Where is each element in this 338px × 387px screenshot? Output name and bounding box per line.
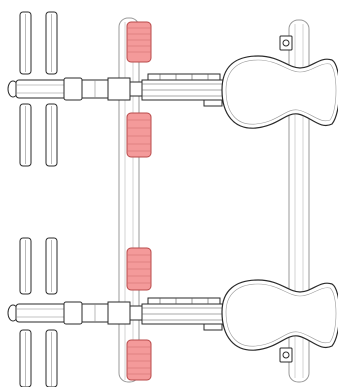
foam-pad-lower-middle [126,247,152,291]
foam-pad-bottom [126,339,152,381]
upper-seat-pad [221,55,338,129]
lower-arm-assembly [7,237,338,387]
upper-rail-collar [107,77,143,101]
left-vertical-rail [118,17,140,383]
lower-rail-clamp [279,347,293,363]
upper-seat-pad-inner-edge [225,59,337,125]
foam-pad-upper-middle [126,112,152,158]
lower-rail-collar [107,301,143,325]
upper-telescopic-arm [141,73,231,107]
upper-rail-clamp [279,35,293,51]
lower-seat-pad-inner-edge [225,283,337,347]
lower-handle-bar [7,301,109,325]
lower-telescopic-arm [141,297,231,331]
upper-handle-bar [7,77,109,101]
foam-pads [126,21,152,381]
upper-arm-assembly [7,11,338,167]
foam-pad-top [126,21,152,63]
upper-handle-grips [19,11,58,167]
lower-seat-pad [221,279,338,351]
lower-handle-grips [19,237,58,387]
